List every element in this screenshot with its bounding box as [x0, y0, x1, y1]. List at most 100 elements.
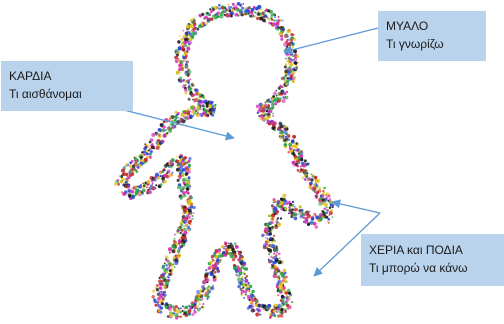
halftone-dot	[318, 186, 322, 190]
halftone-dot	[182, 29, 185, 32]
halftone-dot	[236, 8, 240, 13]
halftone-dot	[271, 217, 274, 221]
halftone-dot	[277, 279, 282, 284]
halftone-dot	[275, 21, 280, 26]
halftone-dot	[231, 257, 236, 262]
halftone-dot	[269, 314, 273, 318]
halftone-dot	[238, 252, 242, 256]
halftone-dot	[177, 58, 181, 62]
halftone-dot	[272, 234, 276, 237]
halftone-dot	[284, 57, 287, 60]
halftone-dot	[140, 155, 144, 159]
halftone-dot	[192, 93, 195, 97]
halftone-dot	[207, 271, 210, 275]
halftone-dot	[272, 197, 276, 202]
halftone-dot	[167, 266, 171, 270]
halftone-dot	[185, 183, 190, 188]
halftone-dot	[117, 182, 121, 186]
halftone-dot	[284, 207, 288, 211]
halftone-dot	[205, 114, 208, 118]
halftone-dot	[181, 113, 185, 118]
halftone-dot	[249, 14, 252, 18]
halftone-dot	[293, 216, 298, 221]
halftone-dot	[191, 28, 195, 33]
halftone-dot	[245, 275, 248, 278]
halftone-dot	[169, 117, 172, 120]
halftone-dot	[274, 210, 277, 214]
halftone-dot	[293, 37, 297, 41]
halftone-dot	[286, 59, 290, 63]
halftone-dot	[185, 214, 188, 217]
halftone-dot	[262, 308, 265, 311]
halftone-dot	[273, 206, 278, 211]
halftone-dot	[213, 275, 216, 278]
brain-title: ΜΥΑΛΟ	[386, 19, 429, 33]
halftone-dot	[301, 176, 304, 179]
halftone-dot	[158, 286, 163, 290]
halftone-dot	[273, 270, 277, 274]
halftone-dot	[207, 289, 212, 294]
halftone-dot	[270, 263, 274, 267]
halftone-dot	[227, 244, 232, 249]
heart-subtitle: Τι αισθάνομαι	[9, 87, 82, 101]
halftone-dot	[190, 105, 194, 110]
halftone-dot	[157, 127, 162, 132]
halftone-dot	[201, 306, 204, 308]
halftone-dot	[238, 274, 241, 277]
halftone-dot	[193, 98, 198, 102]
halftone-dot	[237, 284, 241, 289]
halftone-dot	[231, 2, 235, 6]
halftone-dot	[313, 212, 317, 216]
halftone-dot	[173, 237, 176, 240]
halftone-dot	[309, 181, 313, 185]
arrows	[119, 27, 381, 277]
halftone-dot	[187, 74, 190, 78]
halftone-dot	[186, 162, 189, 164]
halftone-dot	[189, 24, 194, 29]
halftone-dot	[321, 203, 325, 206]
halftone-dot	[167, 247, 172, 252]
halftone-dot	[201, 104, 205, 108]
halftone-dot	[151, 289, 156, 293]
halftone-dot	[198, 293, 202, 296]
halftone-dot	[169, 123, 172, 126]
halftone-dot	[234, 12, 239, 17]
halftone-dot	[185, 24, 190, 29]
halftone-dot	[181, 119, 186, 124]
halftone-dot	[327, 200, 330, 202]
halftone-dot	[276, 217, 280, 220]
halftone-dot	[268, 109, 273, 114]
halftone-dot	[159, 123, 164, 127]
halftone-dot	[183, 59, 185, 62]
halftone-dot	[153, 299, 158, 304]
halftone-dot	[146, 186, 148, 188]
halftone-dot	[268, 226, 272, 230]
hands-feet-subtitle: Τι μπορώ να κάνω	[369, 261, 468, 275]
halftone-dot	[196, 27, 200, 31]
halftone-dot	[288, 142, 293, 147]
halftone-dot	[273, 205, 276, 208]
halftone-dot	[267, 17, 271, 21]
halftone-dot	[183, 227, 187, 232]
halftone-dot	[240, 293, 244, 297]
halftone-dot	[134, 159, 137, 162]
halftone-dot	[223, 247, 225, 250]
halftone-dot	[261, 18, 266, 23]
halftone-dot	[176, 231, 179, 235]
halftone-dot	[278, 252, 281, 255]
halftone-dot	[273, 252, 276, 255]
halftone-dot	[244, 293, 248, 296]
halftone-dot	[188, 305, 191, 307]
halftone-dot	[180, 223, 184, 227]
halftone-dot	[270, 266, 274, 270]
halftone-dot	[206, 295, 210, 299]
halftone-dot	[158, 134, 161, 136]
halftone-dot	[186, 28, 189, 31]
halftone-dot	[224, 13, 228, 17]
halftone-dot	[176, 70, 181, 75]
halftone-dot	[177, 46, 182, 51]
halftone-dot	[140, 184, 142, 186]
arrow-brain	[283, 27, 379, 55]
halftone-dot	[267, 258, 270, 261]
